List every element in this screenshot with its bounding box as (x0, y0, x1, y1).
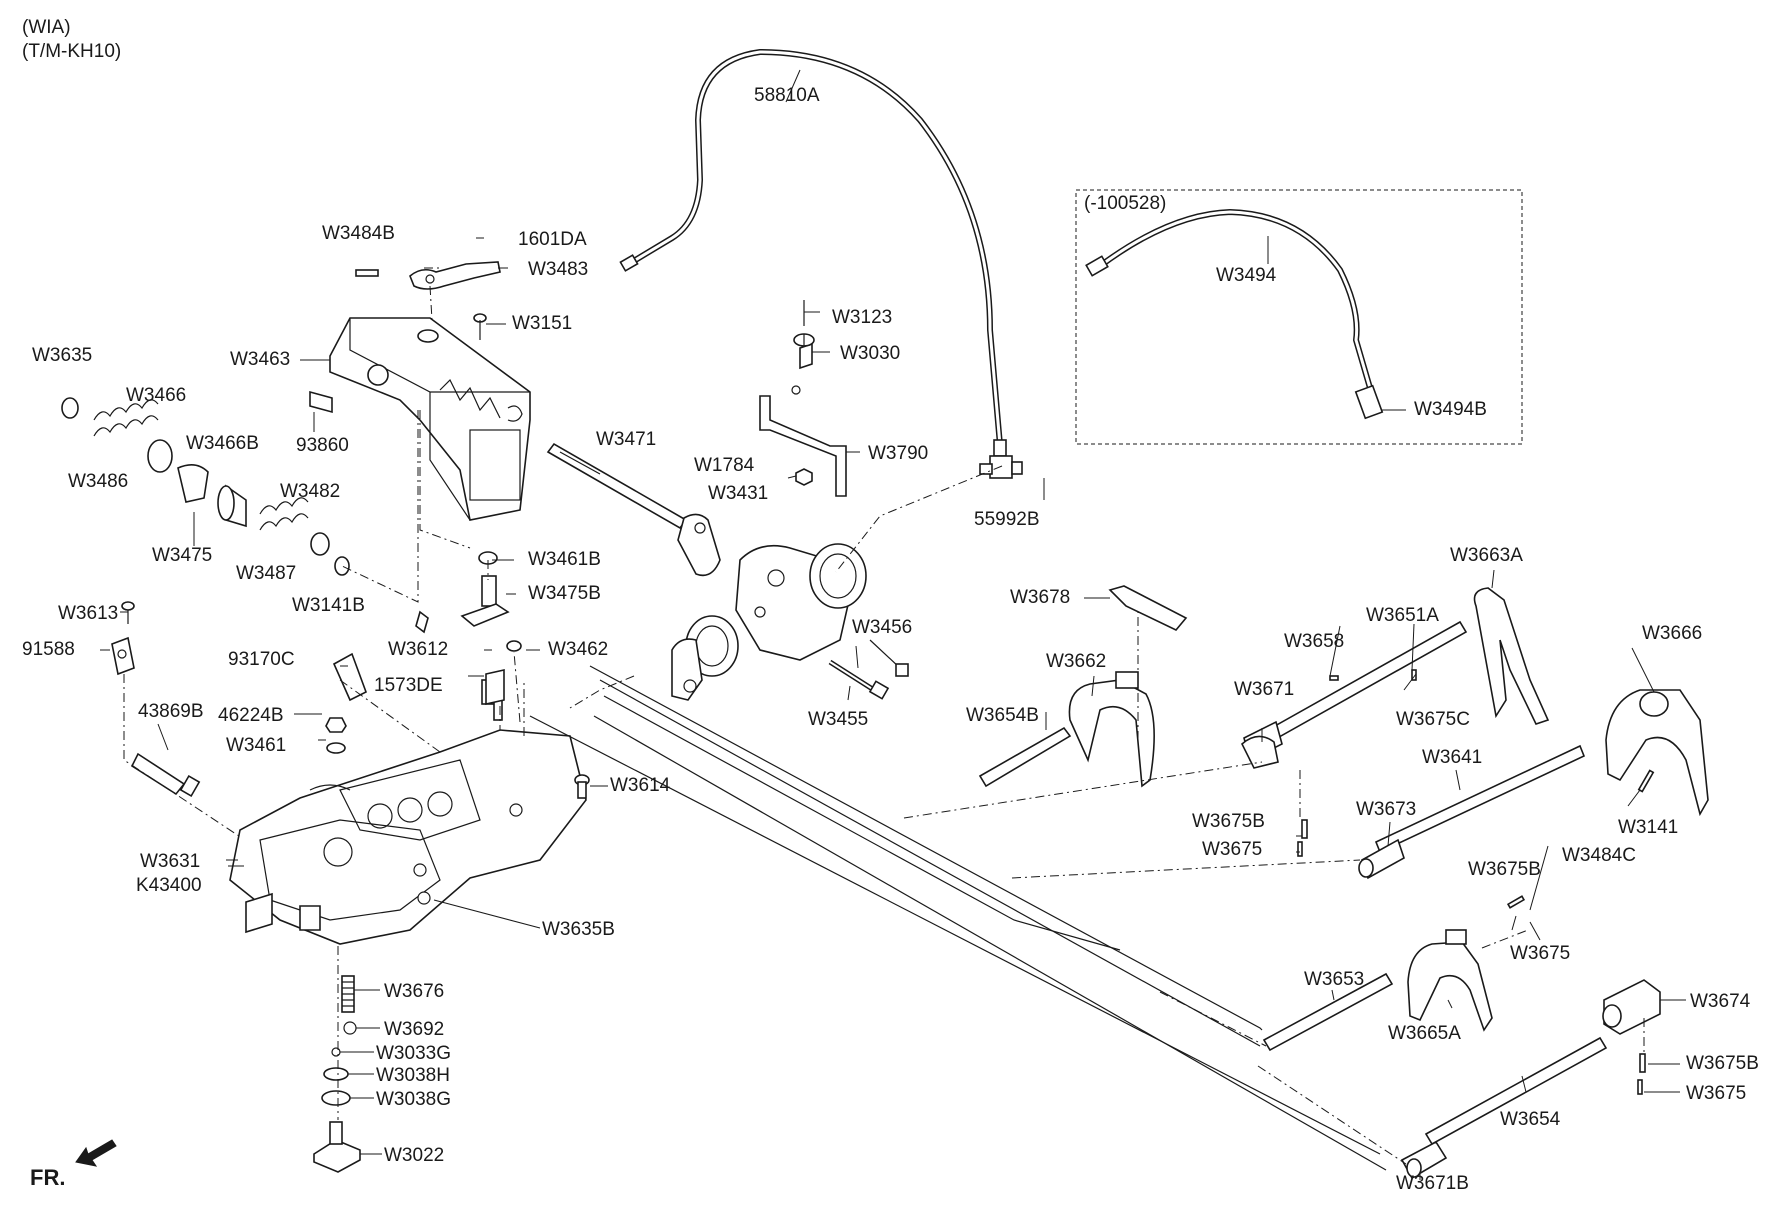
label-1601da: 1601DA (518, 229, 587, 250)
label-58810a: 58810A (754, 85, 820, 106)
label-w3471: W3471 (596, 429, 657, 450)
label-k43400: K43400 (136, 875, 202, 896)
label-w3675-a: W3675 (1202, 839, 1263, 860)
label-w3663a: W3663A (1450, 545, 1523, 566)
label-w3482: W3482 (280, 481, 341, 502)
label-w3461b: W3461B (528, 549, 601, 570)
label-w3494b: W3494B (1414, 399, 1487, 420)
label-93170c: 93170C (228, 649, 295, 670)
assembly-lines (123, 267, 1645, 1171)
label-w3033g: W3033G (376, 1043, 451, 1064)
actuator-w3431 (671, 543, 867, 701)
label-w3613: W3613 (58, 603, 119, 624)
tube-58810a (619, 49, 1007, 457)
label-w3675-c: W3675 (1686, 1083, 1747, 1104)
label-w3141: W3141 (1618, 817, 1679, 838)
label-w3141b: W3141B (292, 595, 365, 616)
label-w3641: W3641 (1422, 747, 1483, 768)
label-w3612: W3612 (388, 639, 449, 660)
label-w3486: W3486 (68, 471, 129, 492)
label-91588: 91588 (22, 639, 75, 660)
label-w3674: W3674 (1690, 991, 1751, 1012)
label-w3635: W3635 (32, 345, 93, 366)
label-w3654: W3654 (1500, 1109, 1561, 1130)
housing-w3631 (229, 729, 587, 945)
direction-label: FR. (30, 1165, 66, 1190)
label-w3651a: W3651A (1366, 605, 1439, 626)
label-55992b: 55992B (974, 509, 1040, 530)
label-w3484b: W3484B (322, 223, 395, 244)
label-w3658: W3658 (1284, 631, 1345, 652)
label-w3475: W3475 (152, 545, 213, 566)
label-w3790: W3790 (868, 443, 929, 464)
label-w3461: W3461 (226, 735, 287, 756)
left-small-parts (111, 601, 590, 905)
label-w3675-b: W3675 (1510, 943, 1571, 964)
label-w3665a: W3665A (1388, 1023, 1461, 1044)
bolt-w3151 (473, 313, 487, 340)
label-w3654b: W3654B (966, 705, 1039, 726)
shift-forks (978, 585, 1709, 1180)
front-arrow-icon (75, 1139, 117, 1167)
label-w3675b-a: W3675B (1192, 811, 1265, 832)
label-w3484c: W3484C (1562, 845, 1636, 866)
variant-box-label: (-100528) (1084, 193, 1167, 214)
shaft-w3471 (546, 442, 721, 577)
label-w3462: W3462 (548, 639, 609, 660)
label-w3038h: W3038H (376, 1065, 450, 1086)
label-w3635b: W3635B (542, 919, 615, 940)
bracket-w3483 (355, 261, 501, 290)
header-wia: (WIA) (22, 17, 71, 38)
label-w3463: W3463 (230, 349, 291, 370)
label-46224b: 46224B (218, 705, 284, 726)
label-w3022: W3022 (384, 1145, 445, 1166)
label-w3151: W3151 (512, 313, 573, 334)
label-w3671b: W3671B (1396, 1173, 1469, 1194)
top-cover-w3463 (329, 317, 531, 521)
label-w3456: W3456 (852, 617, 913, 638)
label-w3494: W3494 (1216, 265, 1277, 286)
label-w3475b: W3475B (528, 583, 601, 604)
bracket-w3790 (759, 300, 847, 497)
label-w3675b-b: W3675B (1468, 859, 1541, 880)
fitting-55992b (979, 455, 1023, 479)
label-w3038g: W3038G (376, 1089, 451, 1110)
label-w3678: W3678 (1010, 587, 1071, 608)
label-w3466b: W3466B (186, 433, 259, 454)
label-w3455: W3455 (808, 709, 869, 730)
label-w3675c: W3675C (1396, 709, 1470, 730)
label-w3673: W3673 (1356, 799, 1417, 820)
label-w3614: W3614 (610, 775, 671, 796)
label-w3662: W3662 (1046, 651, 1107, 672)
label-93860: 93860 (296, 435, 349, 456)
label-w3666: W3666 (1642, 623, 1703, 644)
bottom-stack (313, 975, 361, 1173)
lever-w3475b (460, 551, 510, 627)
bolts-w3455-w3456 (828, 639, 909, 700)
label-w3631: W3631 (140, 851, 201, 872)
label-w3431: W3431 (708, 483, 769, 504)
header-tm-model: (T/M-KH10) (22, 41, 122, 62)
spring-assembly-left (61, 390, 350, 576)
label-w3483: W3483 (528, 259, 589, 280)
label-1573de: 1573DE (374, 675, 443, 696)
label-w3030: W3030 (840, 343, 901, 364)
label-w3123: W3123 (832, 307, 893, 328)
label-w3692: W3692 (384, 1019, 445, 1040)
label-w1784: W1784 (694, 455, 755, 476)
label-w3487: W3487 (236, 563, 297, 584)
label-w3676: W3676 (384, 981, 445, 1002)
label-w3466: W3466 (126, 385, 187, 406)
label-w3653: W3653 (1304, 969, 1365, 990)
label-w3671: W3671 (1234, 679, 1295, 700)
label-43869b: 43869B (138, 701, 204, 722)
variant-box (1075, 189, 1523, 445)
label-w3675b-c: W3675B (1686, 1053, 1759, 1074)
leader-lines (100, 69, 1686, 1180)
